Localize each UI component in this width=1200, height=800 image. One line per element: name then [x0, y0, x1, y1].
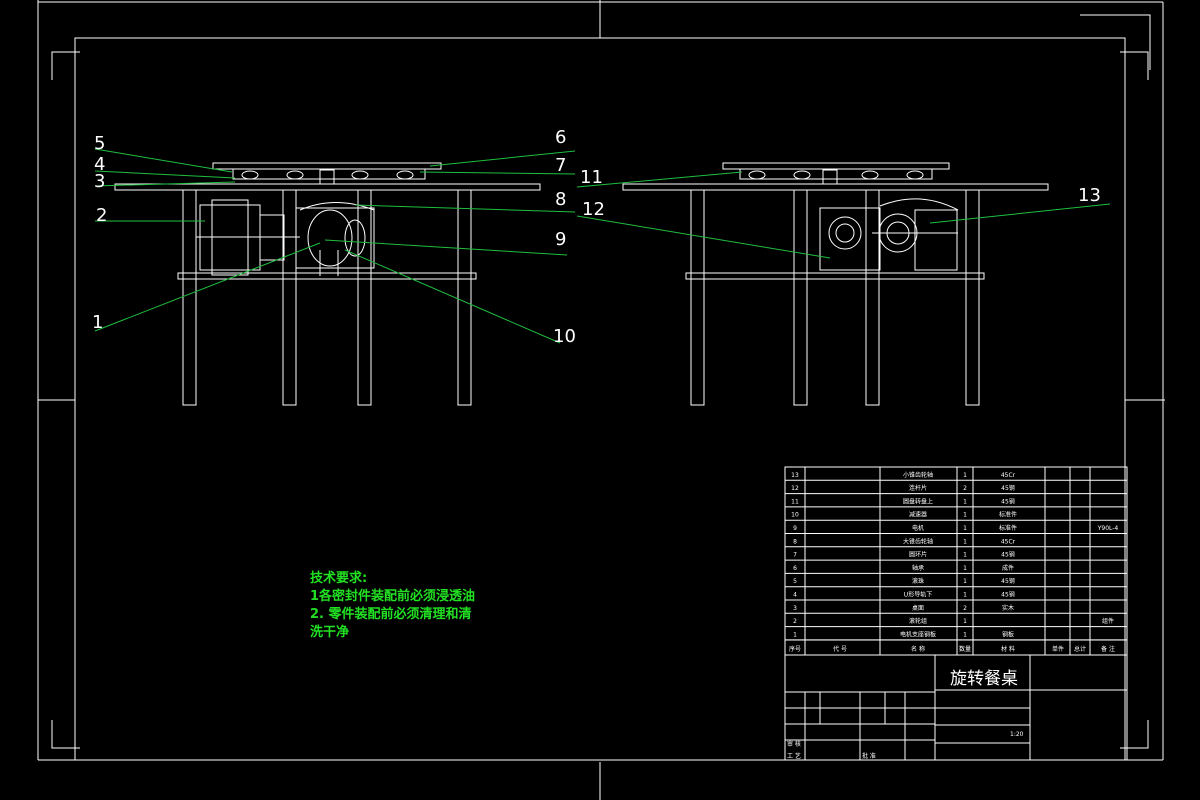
- bom-cell: 钢板: [1002, 630, 1014, 638]
- bom-cell: 1: [963, 592, 967, 599]
- balloon-6: 6: [555, 127, 566, 148]
- bom-cell: 电机支座钢板: [900, 630, 936, 638]
- bom-header-cell: 序号: [789, 645, 801, 653]
- tech-heading: 技术要求:: [310, 571, 368, 586]
- technical-requirements: 技术要求: 1各密封件装配前必须浸透油 2. 零件装配前必须清理和清 洗干净: [310, 570, 475, 642]
- balloon-4: 4: [94, 154, 105, 175]
- bom-cell: 13: [791, 472, 799, 479]
- bom-cell: 12: [791, 485, 799, 492]
- balloon-labels: 5 4 3 2 1 6 7 8 9 10 11 12 13: [92, 127, 1101, 347]
- bom-cell: 标准件: [999, 511, 1017, 519]
- bom-cell: 成件: [1002, 564, 1014, 572]
- bom-cell: 1: [793, 631, 797, 638]
- bom-cell: 45Cr: [1001, 538, 1016, 545]
- bom-cell: 1: [963, 552, 967, 559]
- balloon-8: 8: [555, 189, 566, 210]
- bom-cell: 6: [793, 565, 797, 572]
- balloon-2: 2: [96, 205, 107, 226]
- balloon-7: 7: [555, 155, 566, 176]
- balloon-1: 1: [92, 312, 103, 333]
- bom-header-cell: 单件: [1052, 645, 1064, 653]
- bom-cell: 滚轮组: [909, 617, 927, 625]
- bom-cell: 3: [793, 605, 797, 612]
- scale-value: 1:20: [1010, 731, 1024, 738]
- bom-cell: 1: [963, 565, 967, 572]
- balloon-3: 3: [94, 171, 105, 192]
- balloon-10: 10: [553, 326, 576, 347]
- bom-header-cell: 材 料: [1001, 645, 1015, 653]
- bom-cell: 小锥齿轮轴: [903, 471, 933, 479]
- bom-cell: 1: [963, 498, 967, 505]
- bom-cell: 9: [793, 525, 797, 532]
- leader-lines: [94, 148, 1111, 344]
- bom-cell: 桌面: [912, 604, 924, 612]
- bom-cell: 45钢: [1001, 591, 1015, 599]
- bom-header-cell: 总计: [1074, 645, 1086, 653]
- bom-cell: 8: [793, 538, 797, 545]
- bom-cell: 标准件: [999, 524, 1017, 532]
- bom-cell: 减速器: [909, 511, 927, 519]
- bom-header-cell: 名 称: [911, 645, 925, 653]
- front-view: [114, 162, 541, 406]
- bom-cell: 11: [791, 498, 799, 505]
- balloon-11: 11: [580, 167, 603, 188]
- drawing-title: 旋转餐桌: [950, 669, 1018, 689]
- bom-cell: 1: [963, 512, 967, 519]
- bom-header-cell: 数量: [959, 645, 971, 653]
- bom-cell: 圆盘转盘上: [903, 497, 933, 505]
- bom-cell: Y90L-4: [1097, 525, 1119, 532]
- tech-line-1: 1各密封件装配前必须浸透油: [310, 589, 476, 604]
- bom-cell: 45钢: [1001, 497, 1015, 505]
- bom-cell: 圆环片: [909, 551, 927, 559]
- bom-cell: 1: [963, 525, 967, 532]
- bom-cell: 实木: [1002, 604, 1014, 612]
- title-block-text: 1:20 审 核 工 艺 批 准: [787, 731, 1024, 760]
- side-view: [622, 162, 1049, 406]
- balloon-12: 12: [582, 199, 605, 220]
- bom-cell: 2: [793, 618, 797, 625]
- bom-cell: 10: [791, 512, 799, 519]
- bom-cell: 1: [963, 538, 967, 545]
- bom-cell: 4: [793, 592, 797, 599]
- bom-cell: 大锥齿轮轴: [903, 537, 933, 545]
- bom-cell: 电机: [912, 524, 924, 532]
- bom-cell: 45钢: [1001, 484, 1015, 492]
- bom-cell: U形导轨下: [904, 591, 932, 599]
- bom-cell: 1: [963, 578, 967, 585]
- balloon-13: 13: [1078, 185, 1101, 206]
- bom-header-cell: 备 注: [1101, 645, 1115, 653]
- bom-cell: 7: [793, 552, 797, 559]
- bom-cell: 1: [963, 472, 967, 479]
- label-process: 工 艺: [787, 752, 801, 760]
- label-approve: 批 准: [862, 752, 876, 760]
- bom-cell: 轴承: [912, 564, 924, 572]
- bom-cell: 45Cr: [1001, 472, 1016, 479]
- bom-cell: 1: [963, 618, 967, 625]
- bom-cell: 连杆片: [909, 484, 927, 492]
- bom-cell: 45钢: [1001, 577, 1015, 585]
- bom-cell: 2: [963, 605, 967, 612]
- title-block: [784, 654, 1128, 761]
- bom-cell: 滚珠: [912, 577, 924, 585]
- tech-line-2: 2. 零件装配前必须清理和清: [310, 607, 472, 622]
- label-check: 审 核: [787, 740, 801, 748]
- bom-cell: 5: [793, 578, 797, 585]
- balloon-5: 5: [94, 133, 105, 154]
- bom-cell: 45钢: [1001, 551, 1015, 559]
- bom-cell: 2: [963, 485, 967, 492]
- tech-line-3: 洗干净: [310, 625, 350, 640]
- bom-header-cell: 代 号: [833, 645, 847, 653]
- bom-cell: 1: [963, 631, 967, 638]
- bom-cell: 组件: [1102, 617, 1114, 625]
- balloon-9: 9: [555, 229, 566, 250]
